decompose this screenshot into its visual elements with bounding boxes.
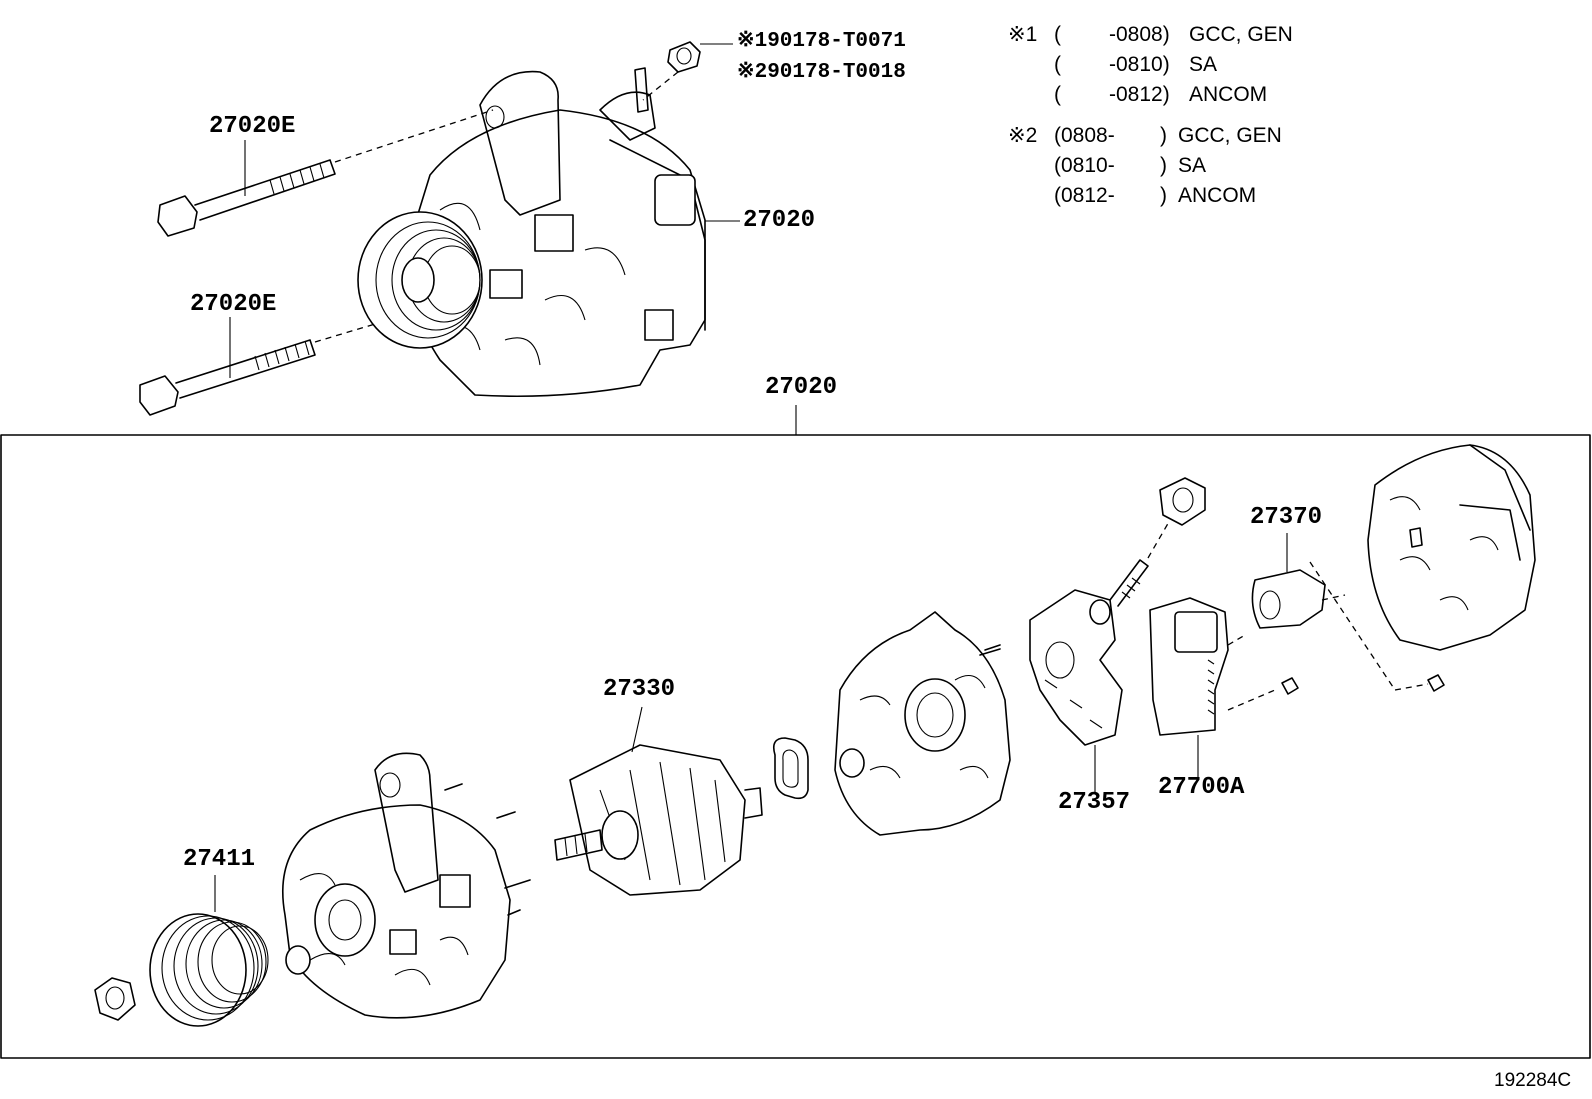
- note1-range: -0812): [1109, 83, 1170, 106]
- callout-rotor: 27330: [603, 676, 676, 703]
- cover-screw[interactable]: [1427, 674, 1445, 692]
- drive-end-frame[interactable]: [282, 752, 531, 1019]
- note2-row2: (0810-) SA: [1054, 154, 1206, 178]
- note2-close: ): [1160, 124, 1167, 147]
- note1-region: ANCOM: [1189, 83, 1268, 106]
- bolt-lower[interactable]: [139, 339, 316, 416]
- regulator-screw[interactable]: [1281, 677, 1299, 695]
- leader-rotor: [631, 706, 643, 753]
- note2-close: ): [1160, 184, 1167, 207]
- rotor[interactable]: [554, 744, 763, 896]
- callout-regulator: 27700A: [1158, 774, 1245, 801]
- brush-holder[interactable]: [1251, 569, 1326, 629]
- callout-bolt-lower: 27020E: [190, 291, 277, 318]
- callout-frame-assembly: 27020: [765, 374, 838, 401]
- terminal-nut-upper[interactable]: [667, 41, 701, 73]
- note1-row3: ( -0812) ANCOM: [1054, 83, 1267, 107]
- note2-region: GCC, GEN: [1178, 124, 1282, 147]
- note1-row1: ※1 ( -0808) GCC, GEN: [1008, 23, 1293, 47]
- note2-mark: ※2: [1008, 124, 1038, 147]
- note1-open: (: [1054, 23, 1061, 46]
- note2-row1: ※2 (0808-) GCC, GEN: [1008, 124, 1282, 148]
- note2-range: (0810-: [1054, 154, 1115, 177]
- ref2: ※290178-T0018: [737, 61, 906, 85]
- ref2-part-number: 90178-T0018: [767, 61, 906, 84]
- terminal-nut-lower[interactable]: [1159, 477, 1206, 526]
- note2-region: SA: [1178, 154, 1207, 177]
- rectifier-end-frame[interactable]: [834, 611, 1011, 836]
- pulley-nut[interactable]: [94, 977, 136, 1021]
- note2-range: (0808-: [1054, 124, 1115, 147]
- note2-close: ): [1160, 154, 1167, 177]
- spacer-ring[interactable]: [772, 737, 809, 800]
- callout-brush-holder: 27370: [1250, 504, 1323, 531]
- note1-open: (: [1054, 53, 1061, 76]
- note1-region: SA: [1189, 53, 1218, 76]
- note1-range: -0808): [1109, 23, 1170, 46]
- callout-bolt-upper: 27020E: [209, 113, 296, 140]
- callout-pulley: 27411: [183, 846, 256, 873]
- pulley[interactable]: [149, 913, 269, 1027]
- ref2-mark: ※2: [737, 61, 768, 84]
- ref1-mark: ※1: [737, 30, 768, 53]
- note2-region: ANCOM: [1178, 184, 1257, 207]
- ref1: ※190178-T001890178-T0071: [737, 30, 906, 54]
- note2-row3: (0812-) ANCOM: [1054, 184, 1256, 208]
- note1-region: GCC, GEN: [1189, 23, 1293, 46]
- note1-row2: ( -0810) SA: [1054, 53, 1217, 77]
- rectifier[interactable]: [1029, 589, 1123, 746]
- bolt-upper[interactable]: [157, 159, 336, 237]
- note1-range: -0810): [1109, 53, 1170, 76]
- note1-open: (: [1054, 83, 1061, 106]
- ref1-part-number: 90178-T0071: [767, 30, 906, 53]
- alternator-assembly[interactable]: [357, 67, 706, 398]
- callout-rectifier: 27357: [1058, 789, 1131, 816]
- note2-range: (0812-: [1054, 184, 1115, 207]
- drawing-id: 192284C: [1494, 1070, 1572, 1091]
- note1-mark: ※1: [1008, 23, 1038, 46]
- regulator[interactable]: [1149, 597, 1229, 736]
- callout-alternator-assembly: 27020: [743, 207, 816, 234]
- rear-cover[interactable]: [1367, 444, 1536, 651]
